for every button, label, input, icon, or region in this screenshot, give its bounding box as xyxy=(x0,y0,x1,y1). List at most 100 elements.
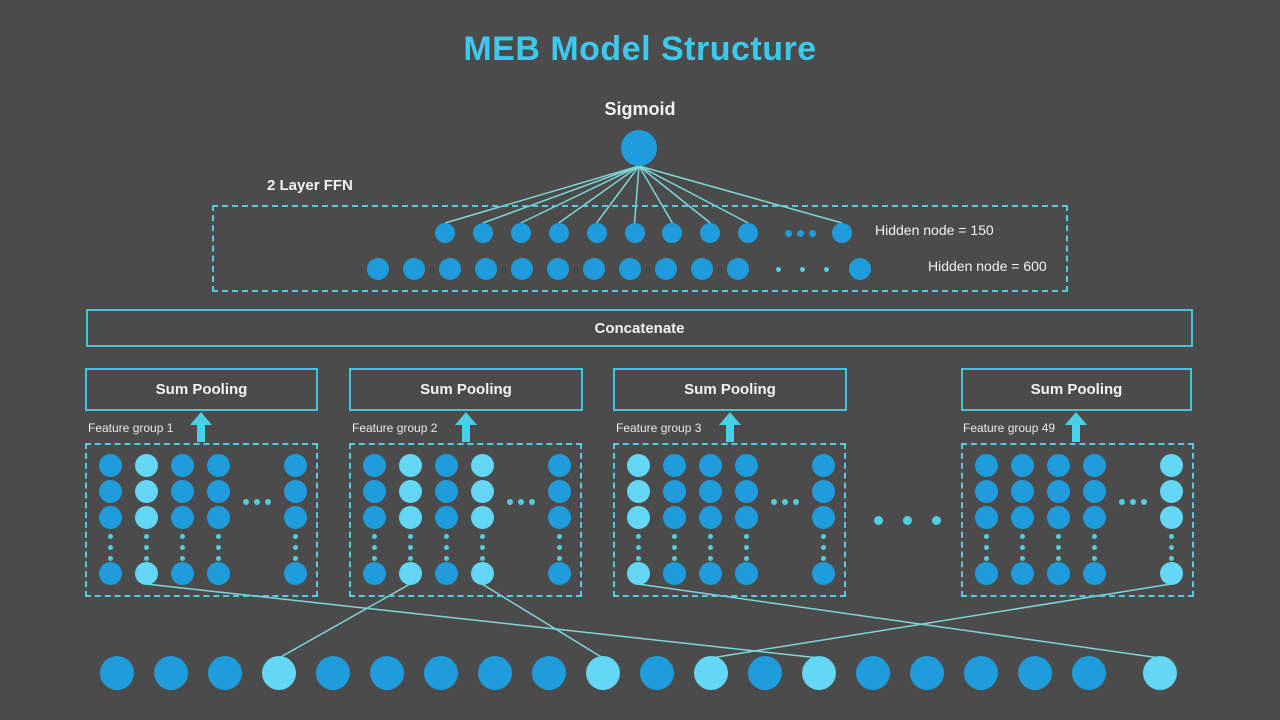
feature-node-dot xyxy=(407,555,413,561)
feature-ellipsis-dot xyxy=(507,499,513,505)
feature-node-dot xyxy=(707,555,713,561)
feature-node xyxy=(398,479,422,503)
input-node xyxy=(1018,656,1052,690)
input-node xyxy=(586,656,620,690)
feature-node xyxy=(811,505,835,529)
feature-node xyxy=(470,453,494,477)
feature-node xyxy=(734,505,758,529)
feature-group-label-2: Feature group 2 xyxy=(352,421,438,435)
feature-node xyxy=(734,453,758,477)
sum-pooling-label: Sum Pooling xyxy=(155,381,248,398)
feature-node-dot xyxy=(1091,555,1097,561)
feature-node-dot xyxy=(1055,544,1061,550)
feature-node xyxy=(698,453,722,477)
input-node xyxy=(856,656,890,690)
ffn-node xyxy=(403,258,425,280)
feature-node-dot xyxy=(707,544,713,550)
ffn-node xyxy=(655,258,677,280)
feature-group-box-4 xyxy=(961,443,1194,597)
feature-node xyxy=(626,561,650,585)
feature-node-dot xyxy=(407,544,413,550)
page-title: MEB Model Structure xyxy=(463,30,817,68)
feature-node-dot xyxy=(215,533,221,539)
feature-node xyxy=(470,561,494,585)
arrow-up-icon xyxy=(1065,412,1087,442)
feature-node xyxy=(1010,505,1034,529)
feature-node xyxy=(1159,479,1183,503)
groups-ellipsis-dot xyxy=(931,515,941,525)
feature-node-dot xyxy=(107,544,113,550)
feature-node xyxy=(98,505,122,529)
sum-pooling-box-3: Sum Pooling xyxy=(613,368,847,411)
ffn-node xyxy=(586,223,607,243)
feature-node xyxy=(170,505,194,529)
feature-node xyxy=(1082,453,1106,477)
feature-node xyxy=(626,453,650,477)
input-node xyxy=(1072,656,1106,690)
feature-node-dot xyxy=(671,544,677,550)
feature-node xyxy=(698,479,722,503)
feature-node-dot xyxy=(443,544,449,550)
feature-ellipsis-dot xyxy=(1130,499,1136,505)
feature-node xyxy=(1046,479,1070,503)
feature-node xyxy=(734,479,758,503)
feature-node-dot xyxy=(479,544,485,550)
feature-node xyxy=(662,561,686,585)
feature-group-label-1: Feature group 1 xyxy=(88,421,174,435)
feature-ellipsis-dot xyxy=(1141,499,1147,505)
ffn-node xyxy=(511,258,533,280)
ffn-ellipsis-dot xyxy=(799,266,805,272)
concatenate-box: Concatenate xyxy=(86,309,1193,347)
feature-node-dot xyxy=(371,555,377,561)
sigmoid-label: Sigmoid xyxy=(604,99,676,119)
feature-node xyxy=(98,453,122,477)
ffn-ellipsis-dot xyxy=(796,229,804,237)
feature-node xyxy=(398,561,422,585)
feature-node xyxy=(362,479,386,503)
feature-node xyxy=(1046,561,1070,585)
feature-node-dot xyxy=(743,555,749,561)
feature-node xyxy=(547,505,571,529)
feature-node xyxy=(1010,561,1034,585)
feature-node-dot xyxy=(292,555,298,561)
feature-node-dot xyxy=(1091,544,1097,550)
feature-node-dot xyxy=(479,533,485,539)
feature-node xyxy=(434,453,458,477)
feature-group-label-3: Feature group 3 xyxy=(616,421,702,435)
feature-node-dot xyxy=(671,555,677,561)
sum-pooling-box-2: Sum Pooling xyxy=(349,368,583,411)
feature-node-dot xyxy=(371,533,377,539)
ffn-box xyxy=(212,205,1068,292)
feature-node xyxy=(134,479,158,503)
input-node xyxy=(100,656,134,690)
input-node xyxy=(694,656,728,690)
input-node xyxy=(478,656,512,690)
ffn-ellipsis-dot xyxy=(775,266,781,272)
feature-node xyxy=(283,453,307,477)
feature-node-dot xyxy=(671,533,677,539)
feature-node xyxy=(1046,453,1070,477)
input-node xyxy=(640,656,674,690)
hidden-node-150-label: Hidden node = 150 xyxy=(875,222,994,238)
feature-node xyxy=(470,479,494,503)
feature-node xyxy=(1046,505,1070,529)
feature-node xyxy=(974,479,998,503)
feature-node-dot xyxy=(743,533,749,539)
feature-node-dot xyxy=(179,533,185,539)
feature-ellipsis-dot xyxy=(254,499,260,505)
ffn-node xyxy=(547,258,569,280)
feature-node-dot xyxy=(820,555,826,561)
feature-node-dot xyxy=(820,544,826,550)
feature-node-dot xyxy=(1019,555,1025,561)
feature-ellipsis-dot xyxy=(243,499,249,505)
input-node xyxy=(910,656,944,690)
feature-node-dot xyxy=(1019,544,1025,550)
ffn-label: 2 Layer FFN xyxy=(267,177,353,194)
feature-node xyxy=(547,479,571,503)
feature-node xyxy=(547,561,571,585)
feature-node-dot xyxy=(215,555,221,561)
feature-node-dot xyxy=(983,533,989,539)
ffn-node xyxy=(832,223,852,243)
feature-ellipsis-dot xyxy=(265,499,271,505)
input-node xyxy=(208,656,242,690)
